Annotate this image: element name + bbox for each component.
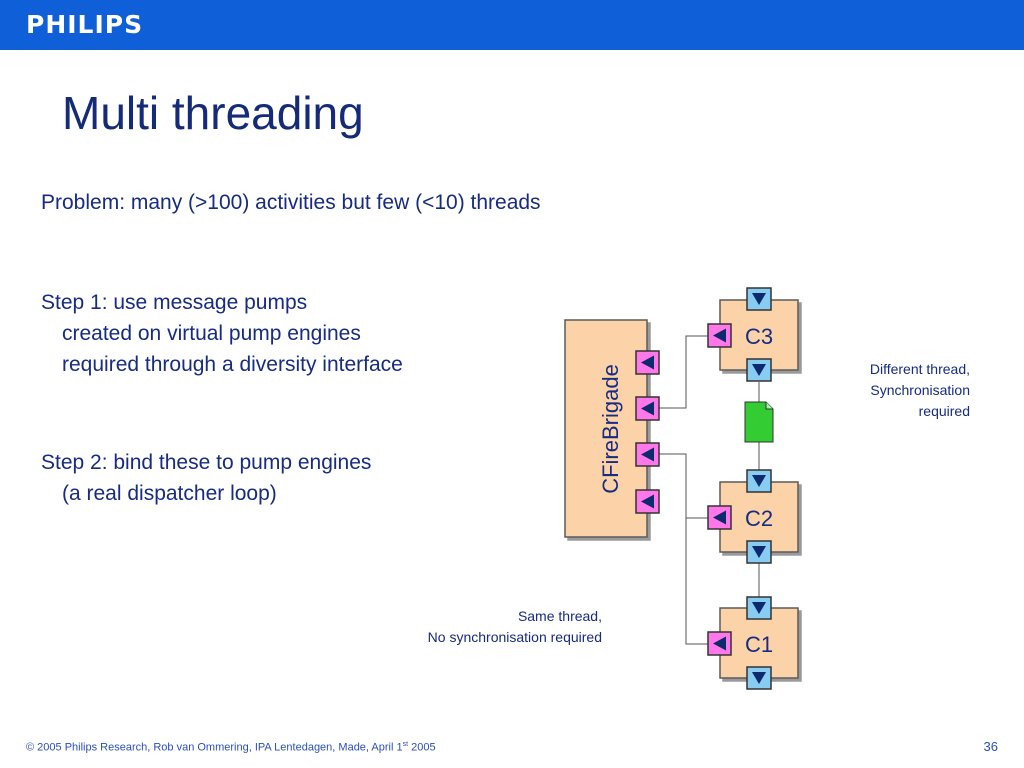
step2-line-1: Step 2: bind these to pump engines (41, 451, 372, 474)
note-different-line-1: Different thread, (869, 361, 970, 377)
c3-port-left (707, 323, 732, 348)
connector-c3 (659, 335, 708, 409)
page-number: 36 (983, 739, 998, 754)
footer-superscript: st (402, 741, 409, 748)
header-bar: PHILIPS (0, 0, 1024, 50)
cfirebrigade-label: CFireBrigade (598, 364, 623, 494)
step1-line-2: created on virtual pump engines (62, 322, 361, 345)
component-c1: C1 (707, 596, 799, 690)
triangle-left-icon (713, 510, 726, 525)
triangle-down-icon (752, 475, 766, 487)
cfirebrigade-ports (635, 350, 660, 514)
step1-line-3: required through a diversity interface (62, 353, 403, 376)
note-same-line-2: No synchronisation required (427, 629, 602, 645)
note-different-thread: Different thread, Synchronisation requir… (870, 359, 970, 422)
connector-c1 (685, 518, 708, 645)
triangle-left-icon (641, 401, 654, 416)
triangle-left-icon (641, 355, 654, 370)
triangle-left-icon (641, 494, 654, 509)
c1-label: C1 (745, 632, 773, 657)
note-same-thread: Same thread, No synchronisation required (428, 606, 602, 648)
component-c2: C2 (707, 469, 799, 564)
cfirebrigade-port-4 (635, 489, 660, 514)
cfirebrigade-port-1 (635, 350, 660, 375)
footer-text-main: © 2005 Philips Research, Rob van Ommerin… (26, 741, 403, 754)
connector-lines (659, 335, 760, 645)
c2-port-top (746, 469, 772, 493)
c1-port-top (746, 596, 772, 620)
c3-port-bottom (746, 358, 772, 382)
footer-copyright: © 2005 Philips Research, Rob van Ommerin… (26, 741, 436, 754)
triangle-left-icon (713, 328, 726, 343)
step1-line-1: Step 1: use message pumps (41, 291, 308, 314)
note-different-line-2: Synchronisation (870, 382, 970, 398)
message-document-icon (744, 401, 774, 443)
step2-line-2: (a real dispatcher loop) (62, 482, 277, 505)
cfirebrigade-component: CFireBrigade (564, 319, 648, 538)
triangle-down-icon (752, 546, 766, 558)
triangle-down-icon (752, 602, 766, 614)
c1-port-left (707, 631, 732, 656)
component-c3: C3 (707, 287, 799, 382)
philips-logo: PHILIPS (26, 10, 144, 39)
cfirebrigade-port-3 (635, 442, 660, 467)
note-different-line-3: required (918, 403, 970, 419)
c2-label: C2 (745, 506, 773, 531)
slide-title: Multi threading (62, 87, 364, 139)
problem-statement: Problem: many (>100) activities but few … (41, 191, 541, 214)
triangle-down-icon (752, 672, 766, 684)
triangle-left-icon (713, 636, 726, 651)
c2-port-bottom (746, 540, 772, 564)
cfirebrigade-box (564, 319, 648, 538)
note-same-line-1: Same thread, (517, 608, 602, 624)
c3-port-top (746, 287, 772, 311)
c2-port-left (707, 505, 732, 530)
c3-label: C3 (745, 324, 773, 349)
c1-port-bottom (746, 666, 772, 690)
connector-c2 (659, 453, 708, 519)
triangle-left-icon (641, 447, 654, 462)
footer-text-year: 2005 (408, 741, 436, 754)
cfirebrigade-port-2 (635, 396, 660, 421)
triangle-down-icon (752, 364, 766, 376)
triangle-down-icon (752, 293, 766, 305)
